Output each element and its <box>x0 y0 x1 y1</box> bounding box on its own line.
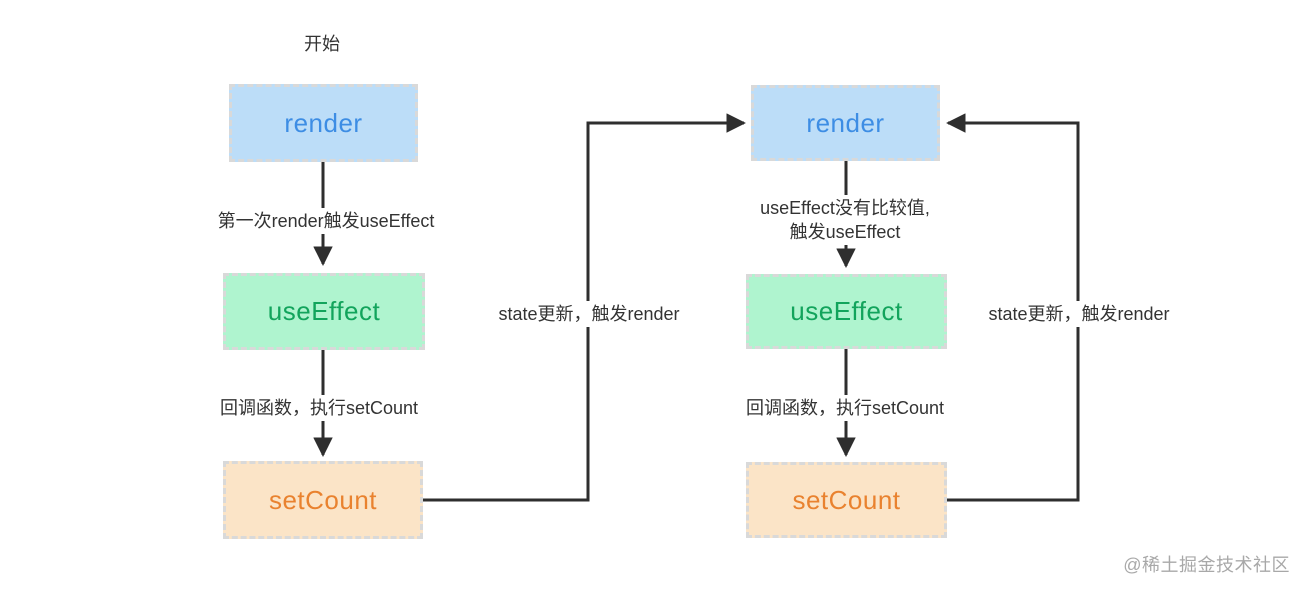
edge-label-state-update-mid: state更新，触发render <box>493 301 685 327</box>
start-label: 开始 <box>299 31 345 57</box>
node-render-left-label: render <box>284 107 363 138</box>
node-setcount-left: setCount <box>223 461 423 539</box>
edge-label-callback-setcount-right: 回调函数，执行setCount <box>740 395 950 421</box>
node-useeffect-left: useEffect <box>223 273 425 350</box>
node-setcount-right-label: setCount <box>792 484 901 515</box>
edge-label-useeffect-no-deps-line1: useEffect没有比较值, <box>760 198 930 218</box>
edge-label-state-update-right: state更新，触发render <box>983 301 1175 327</box>
watermark: @稀土掘金技术社区 <box>1123 555 1290 575</box>
edge-label-first-render-triggers-useeffect: 第一次render触发useEffect <box>212 208 440 234</box>
node-render-right: render <box>751 85 940 161</box>
edge-label-callback-setcount-left: 回调函数，执行setCount <box>214 395 424 421</box>
edge-label-useeffect-no-deps-line2: 触发useEffect <box>789 222 901 242</box>
node-render-left: render <box>229 84 418 162</box>
node-useeffect-right: useEffect <box>746 274 947 349</box>
node-useeffect-left-label: useEffect <box>267 296 381 326</box>
edge-label-useeffect-no-deps: useEffect没有比较值, 触发useEffect <box>755 195 935 245</box>
node-useeffect-right-label: useEffect <box>790 296 903 326</box>
node-setcount-right: setCount <box>746 462 947 538</box>
node-render-right-label: render <box>806 107 885 138</box>
node-setcount-left-label: setCount <box>268 484 378 515</box>
